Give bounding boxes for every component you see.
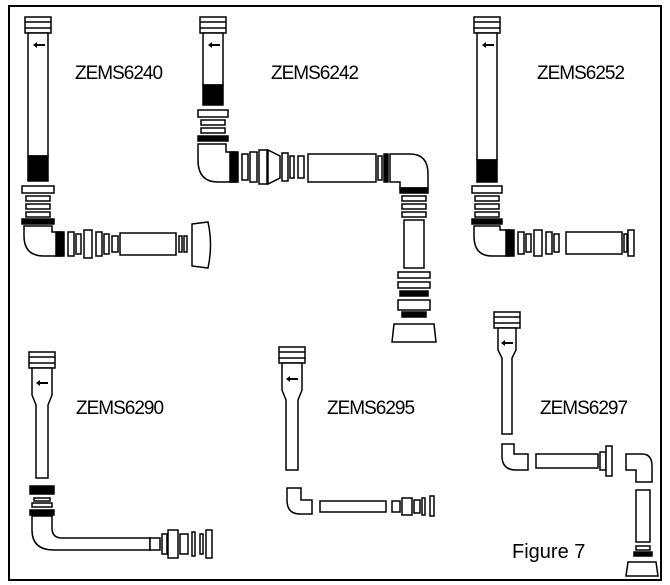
assembly-zems6240 <box>21 16 212 269</box>
elbow-fitting <box>473 225 511 257</box>
horizontal-pipe <box>535 453 599 469</box>
vertical-pipe <box>403 219 425 269</box>
figure-frame <box>8 5 662 581</box>
part-label-zems6252: ZEMS6252 <box>537 63 625 84</box>
nut-icon <box>24 16 52 34</box>
part-label-zems6240: ZEMS6240 <box>75 63 163 84</box>
figure-caption: Figure 7 <box>512 541 586 563</box>
end-cap <box>391 323 437 343</box>
elbow-fitting <box>501 443 529 471</box>
nut-icon <box>278 346 306 364</box>
horizontal-pipe <box>565 231 623 255</box>
elbow-fitting-right <box>389 153 429 189</box>
tailpiece-tube <box>27 32 49 157</box>
part-label-zems6295: ZEMS6295 <box>327 398 415 419</box>
tapered-tailpiece <box>31 367 53 479</box>
nut-icon <box>28 351 56 369</box>
flange-icon <box>267 148 281 186</box>
slip-nut <box>21 185 55 194</box>
assembly-zems6297 <box>493 311 659 577</box>
nut-icon <box>473 16 501 34</box>
horizontal-pipe <box>307 153 377 183</box>
horizontal-pipe <box>119 232 177 256</box>
nut-icon <box>493 311 521 329</box>
elbow-fitting-right <box>625 453 653 483</box>
nut-icon <box>199 16 227 34</box>
assembly-zems6242 <box>197 16 437 343</box>
tapered-tailpiece <box>281 362 303 471</box>
part-label-zems6290: ZEMS6290 <box>76 398 164 419</box>
part-label-zems6297: ZEMS6297 <box>540 398 628 419</box>
part-label-zems6242: ZEMS6242 <box>271 63 359 84</box>
assembly-zems6252 <box>471 16 635 257</box>
elbow-fitting <box>286 487 313 515</box>
arrow-icons <box>33 42 513 386</box>
tapered-tailpiece <box>497 327 517 435</box>
assembly-zems6295 <box>278 346 435 517</box>
horizontal-pipe <box>319 500 387 513</box>
threaded-section <box>27 155 49 182</box>
end-cap <box>625 561 659 577</box>
vertical-pipe <box>635 489 651 543</box>
end-cap <box>191 221 212 269</box>
bent-pipe <box>31 515 151 551</box>
assembly-zems6290 <box>28 351 213 559</box>
